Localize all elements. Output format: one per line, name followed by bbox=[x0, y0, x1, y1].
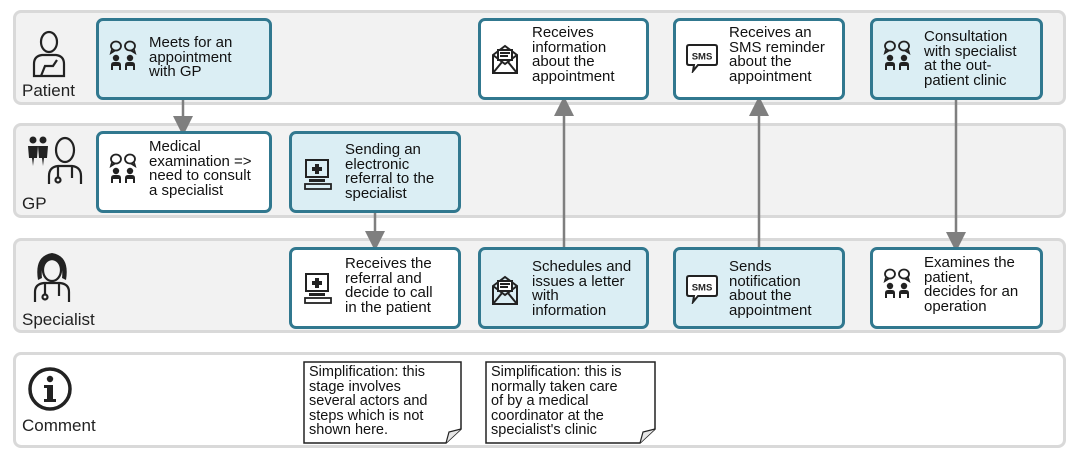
step-sends-notification: SMS Sends notification about the appoint… bbox=[673, 247, 845, 329]
note-simplification-referral-text: Simplification: this stage involves seve… bbox=[309, 364, 428, 438]
computer-icon bbox=[304, 273, 332, 304]
step-electronic-referral-label: Sending an electronic referral to the sp… bbox=[345, 141, 435, 202]
lane-label-specialist: Specialist bbox=[22, 310, 95, 329]
step-schedules-letter: Schedules and issues a letter with infor… bbox=[478, 247, 649, 329]
gp-icon bbox=[28, 136, 83, 184]
note-shape bbox=[485, 361, 656, 444]
specialist-icon bbox=[33, 253, 71, 302]
lane-label-gp: GP bbox=[22, 194, 47, 213]
step-medical-exam: Medical examination => need to consult a… bbox=[96, 131, 272, 213]
sms-icon: SMS bbox=[686, 275, 718, 303]
step-schedules-letter-label: Schedules and issues a letter with infor… bbox=[532, 258, 632, 319]
step-examines-patient-label: Examines the patient, decides for an ope… bbox=[924, 254, 1019, 315]
sms-icon: SMS bbox=[686, 44, 718, 72]
patient-icon bbox=[32, 30, 66, 78]
note-simplification-coordinator: Simplification: this is normally taken c… bbox=[485, 361, 656, 444]
step-receives-information-label: Receives information about the appointme… bbox=[532, 24, 615, 85]
note-simplification-coordinator-text: Simplification: this is normally taken c… bbox=[491, 364, 622, 438]
step-electronic-referral: Sending an electronic referral to the sp… bbox=[289, 131, 461, 213]
meeting-icon bbox=[110, 40, 136, 71]
step-consultation: Consultation with specialist at the out-… bbox=[870, 18, 1043, 100]
envelope-icon bbox=[492, 276, 518, 305]
step-gp-meeting: Meets for an appointment with GP bbox=[96, 18, 272, 100]
lane-label-patient: Patient bbox=[22, 81, 75, 100]
lane-label-comment: Comment bbox=[22, 416, 96, 435]
step-sends-notification-label: Sends notification about the appointment bbox=[729, 258, 812, 319]
meeting-icon bbox=[110, 153, 136, 184]
envelope-icon bbox=[492, 45, 518, 74]
step-receives-sms: SMS Receives an SMS reminder about the a… bbox=[673, 18, 845, 100]
step-receives-referral-label: Receives the referral and decide to call… bbox=[345, 255, 433, 316]
meeting-icon bbox=[884, 268, 910, 299]
step-receives-sms-label: Receives an SMS reminder about the appoi… bbox=[729, 24, 825, 85]
sms-icon-text: SMS bbox=[692, 52, 713, 63]
step-consultation-label: Consultation with specialist at the out-… bbox=[924, 28, 1017, 89]
step-examines-patient: Examines the patient, decides for an ope… bbox=[870, 247, 1043, 329]
step-gp-meeting-label: Meets for an appointment with GP bbox=[149, 34, 233, 80]
note-shape bbox=[303, 361, 462, 444]
step-medical-exam-label: Medical examination => need to consult a… bbox=[149, 138, 252, 199]
step-receives-information: Receives information about the appointme… bbox=[478, 18, 649, 100]
step-receives-referral: Receives the referral and decide to call… bbox=[289, 247, 461, 329]
meeting-icon bbox=[884, 40, 910, 71]
computer-icon bbox=[304, 159, 332, 190]
sms-icon-text: SMS bbox=[692, 283, 713, 294]
note-simplification-referral: Simplification: this stage involves seve… bbox=[303, 361, 462, 444]
info-icon bbox=[28, 367, 72, 411]
